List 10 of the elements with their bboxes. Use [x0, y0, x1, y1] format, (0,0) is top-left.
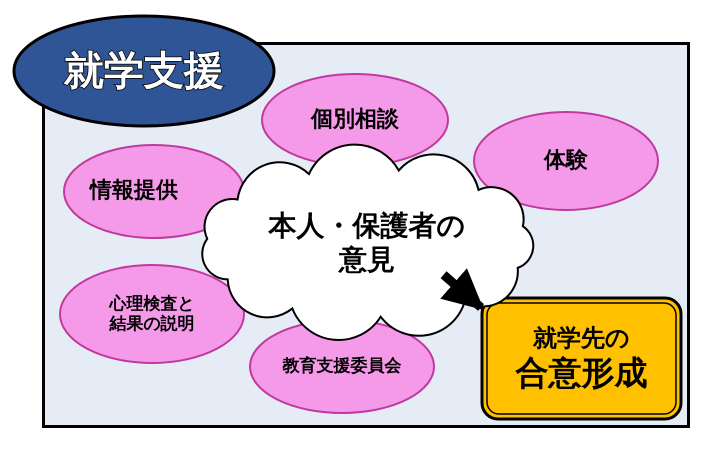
- node-text: 教育支援委員会: [282, 356, 402, 377]
- node-text: 合意形成: [516, 353, 648, 393]
- title-text: 就学支援: [64, 47, 224, 95]
- node-text: 就学先の: [533, 324, 630, 354]
- node-text: 本人・保護者の意見: [267, 209, 466, 277]
- node-text: 情報提供: [90, 178, 178, 205]
- node-text: 体験: [544, 148, 588, 174]
- arrow: [440, 268, 484, 311]
- node-text: 心理検査と結果の説明: [108, 294, 196, 334]
- node-text: 個別相談: [311, 106, 399, 134]
